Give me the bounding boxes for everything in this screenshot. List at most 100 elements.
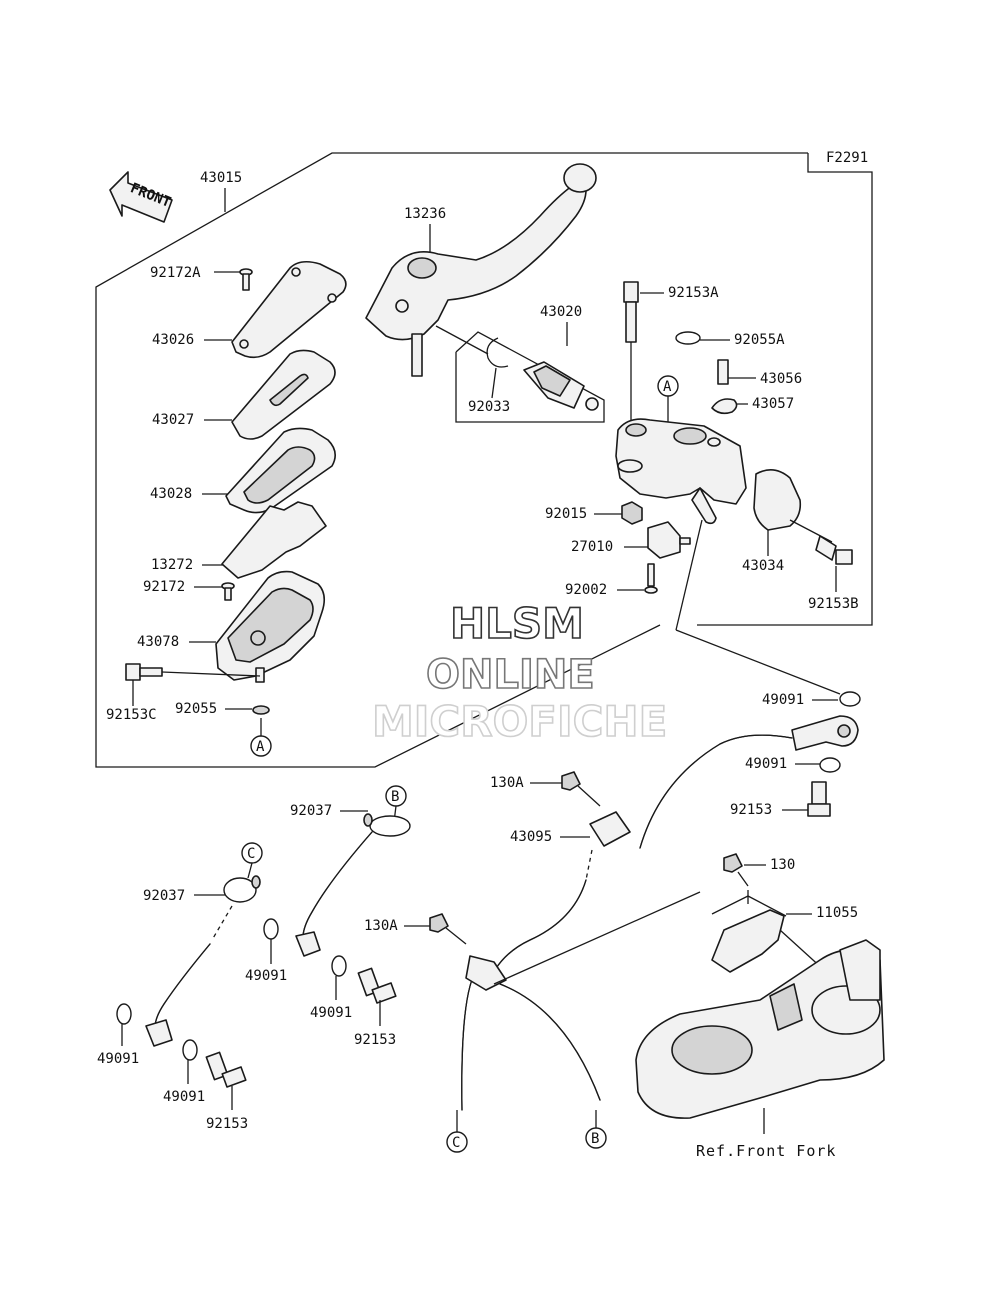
callout-a-bottom: A	[250, 735, 272, 757]
label-92037-b: 92037	[143, 888, 185, 904]
label-49091-c: 49091	[245, 968, 287, 984]
label-13236: 13236	[404, 206, 446, 222]
diagram-code: F2291	[826, 150, 868, 166]
clamp-92037-a	[363, 813, 411, 837]
label-43078: 43078	[137, 634, 179, 650]
callout-c-top: C	[241, 842, 263, 864]
label-92055A: 92055A	[734, 332, 785, 348]
svg-text:C: C	[452, 1135, 460, 1151]
label-130A-b: 130A	[364, 918, 398, 934]
screw-92172	[221, 582, 235, 601]
callout-b-bottom: B	[585, 1127, 607, 1149]
label-43034: 43034	[742, 558, 784, 574]
label-27010: 27010	[571, 539, 613, 555]
label-43028: 43028	[150, 486, 192, 502]
bolt-92153-b	[357, 967, 397, 1004]
plate-13272	[221, 501, 327, 579]
label-92153B: 92153B	[808, 596, 859, 612]
master-cylinder-body	[615, 418, 747, 525]
label-92033: 92033	[468, 399, 510, 415]
label-92055: 92055	[175, 701, 217, 717]
label-92153A: 92153A	[668, 285, 719, 301]
hose-to-b	[499, 983, 601, 1101]
label-43026: 43026	[152, 332, 194, 348]
bolt-130	[723, 853, 749, 887]
bolt-92153-c	[205, 1051, 247, 1088]
label-49091-f: 49091	[163, 1089, 205, 1105]
screw-92172A	[239, 268, 253, 291]
hose-upper	[639, 734, 793, 849]
label-49091-a: 49091	[762, 692, 804, 708]
label-92153C: 92153C	[106, 707, 157, 723]
lever-13236	[365, 163, 597, 377]
label-92037-a: 92037	[290, 803, 332, 819]
label-92015: 92015	[545, 506, 587, 522]
label-92172A: 92172A	[150, 265, 201, 281]
nut-92015	[621, 501, 643, 525]
hose-to-c	[461, 967, 479, 1111]
piston-43020	[523, 361, 599, 411]
label-43020: 43020	[540, 304, 582, 320]
bolt-92153-a	[807, 781, 831, 817]
box-43020	[455, 331, 605, 423]
reference-front-fork: Ref.Front Fork	[696, 1142, 836, 1160]
clamp-43095	[589, 811, 631, 847]
bolt-92153B	[815, 535, 853, 565]
bolt-130A-b	[429, 913, 467, 945]
screw-92002	[644, 563, 658, 594]
watermark: HLSM ONLINE MICROFICHE	[371, 598, 668, 747]
label-43015: 43015	[200, 170, 242, 186]
label-92002: 92002	[565, 582, 607, 598]
label-92153-c: 92153	[206, 1116, 248, 1132]
label-11055: 11055	[816, 905, 858, 921]
label-92172: 92172	[143, 579, 185, 595]
callout-b-top: B	[385, 785, 407, 807]
washer-49091-e	[116, 1003, 132, 1025]
label-92153-b: 92153	[354, 1032, 396, 1048]
bleeder-43056	[717, 359, 729, 385]
bracket-11055	[711, 909, 785, 973]
bolt-130A-a	[561, 771, 601, 807]
label-43056: 43056	[760, 371, 802, 387]
clamp-92037-b	[223, 875, 261, 903]
svg-text:B: B	[591, 1131, 599, 1147]
svg-text:A: A	[663, 379, 672, 395]
washer-49091-c	[263, 918, 279, 940]
cap-43057	[711, 398, 738, 415]
assembly-frame-right	[697, 153, 873, 626]
washer-49091-b	[819, 757, 841, 773]
washer-49091-a	[839, 691, 861, 707]
bolt-92153C	[125, 663, 261, 681]
watermark-line3: MICROFICHE	[372, 697, 667, 746]
cap-43026	[231, 260, 347, 359]
hose-joint	[465, 955, 507, 991]
oring-92055A	[675, 331, 701, 345]
front-fork-bracket	[635, 939, 885, 1119]
front-arrow: FRONT	[109, 171, 173, 223]
label-13272: 13272	[151, 557, 193, 573]
label-130: 130	[770, 857, 795, 873]
callout-a-top: A	[657, 375, 679, 397]
hose-b-segment	[302, 831, 373, 945]
label-49091-b: 49091	[745, 756, 787, 772]
label-43027: 43027	[152, 412, 194, 428]
watermark-line1: HLSM	[450, 599, 584, 648]
label-49091-d: 49091	[310, 1005, 352, 1021]
label-43095: 43095	[510, 829, 552, 845]
bolt-92153A	[623, 281, 639, 343]
watermark-line2: ONLINE	[426, 652, 595, 698]
circlip-92033	[486, 337, 509, 368]
washer-49091-f	[182, 1039, 198, 1061]
label-49091-e: 49091	[97, 1051, 139, 1067]
label-92153-a: 92153	[730, 802, 772, 818]
assembly-frame	[95, 152, 808, 768]
label-130A-a: 130A	[490, 775, 524, 791]
washer-92055	[252, 705, 270, 715]
switch-27010	[647, 521, 691, 559]
svg-text:C: C	[247, 846, 255, 862]
washer-49091-d	[331, 955, 347, 977]
label-43057: 43057	[752, 396, 794, 412]
hose-fitting-upper	[791, 715, 859, 751]
callout-c-bottom: C	[446, 1131, 468, 1153]
